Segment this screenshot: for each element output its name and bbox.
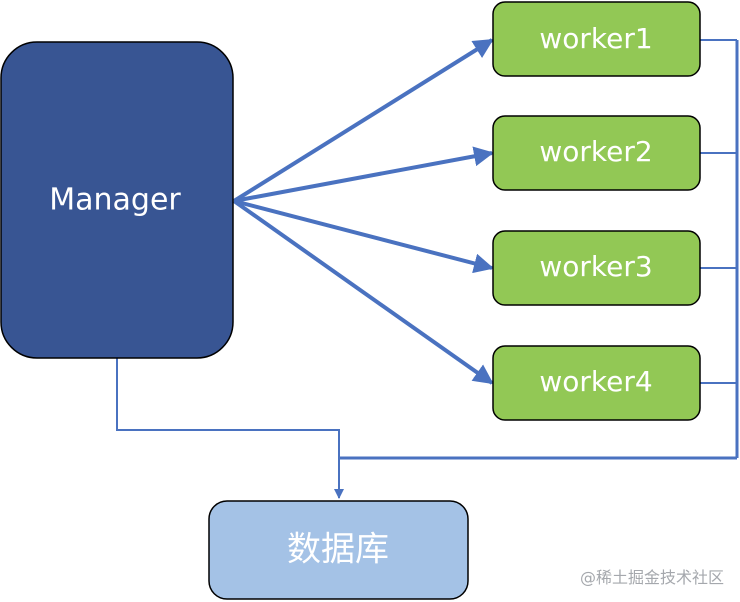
- database-box: [208, 500, 469, 600]
- database-node: 数据库: [208, 500, 469, 600]
- worker2-box: [492, 115, 701, 191]
- worker1-box: [492, 1, 701, 77]
- worker1-label: worker1: [539, 22, 652, 55]
- worker4-box: [492, 345, 701, 421]
- worker2-label: worker2: [539, 135, 652, 168]
- manager-to-database-connector: [116, 358, 340, 492]
- manager-label: Manager: [49, 183, 181, 218]
- watermark: @稀土掘金技术社区: [579, 568, 724, 587]
- worker3-label: worker3: [539, 250, 652, 283]
- dispatch-arrows: [232, 38, 494, 385]
- arrow-manager-to-worker1: [232, 38, 494, 203]
- worker3-node: worker3: [492, 230, 701, 306]
- worker2-node: worker2: [492, 115, 701, 191]
- manager-box: [0, 41, 234, 359]
- arrow-manager-to-worker4: [232, 199, 494, 385]
- arrow-manager-to-worker2: [233, 146, 494, 203]
- worker4-label: worker4: [539, 365, 652, 398]
- database-label: 数据库: [287, 530, 389, 570]
- arrow-manager-to-worker3: [233, 199, 494, 274]
- worker4-node: worker4: [492, 345, 701, 421]
- worker3-box: [492, 230, 701, 306]
- manager-node: Manager: [0, 41, 234, 359]
- worker1-node: worker1: [492, 1, 701, 77]
- connector-lines: [116, 39, 739, 499]
